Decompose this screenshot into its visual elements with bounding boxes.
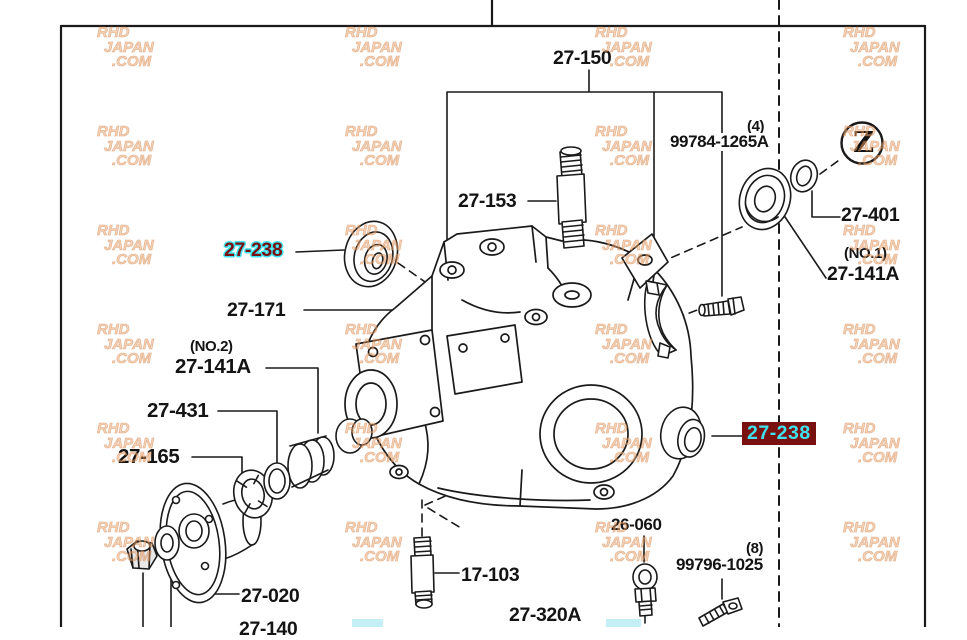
stud-17103-drawing	[410, 536, 435, 609]
part-label-17-103: 17-103	[461, 564, 520, 586]
part-label-27-238-right-highlighted[interactable]: 27-238	[742, 422, 816, 446]
bearing-cap-drawing	[643, 280, 677, 359]
page-frame	[59, 0, 927, 627]
part-label-27-150: 27-150	[553, 47, 612, 69]
oil-seal-left-drawing	[343, 220, 399, 288]
highlight-cutoff-right	[606, 619, 641, 627]
stud-27153-drawing	[556, 146, 587, 249]
cap-bolt-drawing	[698, 296, 745, 317]
plug-26060-drawing	[632, 563, 658, 624]
bearing-27141a-no1-drawing	[738, 167, 792, 231]
part-label-27-165: 27-165	[118, 445, 180, 468]
part-label-bottom-cutoff: 27-140	[239, 618, 298, 640]
pinion-flange-assembly-drawing	[126, 418, 373, 604]
part-label-99784-1265a: 99784-1265A	[668, 132, 771, 151]
oil-seal-right-drawing	[659, 406, 706, 460]
part-label-27-141a-no2: 27-141A	[175, 355, 251, 378]
parts-diagram-page: { "colors": { "line": "#1a1a1a", "hl_cya…	[59, 0, 927, 640]
part-label-27-320a: 27-320A	[509, 604, 582, 626]
part-qty-99784: (4)	[747, 118, 765, 135]
differential-housing-drawing	[344, 225, 694, 510]
zone-marker-letter: Z	[853, 125, 874, 159]
part-qty-99796: (8)	[746, 540, 764, 557]
part-label-27-431: 27-431	[147, 399, 209, 422]
bolt-99796-drawing	[698, 597, 743, 627]
part-label-27-020: 27-020	[241, 585, 300, 607]
part-label-27-238-left-highlighted[interactable]: 27-238	[224, 239, 283, 261]
diagram-canvas	[59, 0, 927, 627]
part-label-26-060: 26-060	[611, 515, 662, 534]
part-label-27-401: 27-401	[841, 204, 900, 226]
part-label-27-153: 27-153	[458, 190, 517, 212]
part-note-no1: (NO.1)	[844, 245, 887, 262]
part-label-27-141a-no1: 27-141A	[827, 263, 900, 285]
highlight-cutoff-left	[352, 619, 383, 627]
part-label-27-171: 27-171	[227, 299, 286, 321]
part-label-99796-1025: 99796-1025	[676, 555, 763, 574]
zone-marker-circle	[840, 121, 884, 165]
part-note-no2: (NO.2)	[190, 338, 233, 355]
seal-27401-drawing	[789, 159, 819, 193]
